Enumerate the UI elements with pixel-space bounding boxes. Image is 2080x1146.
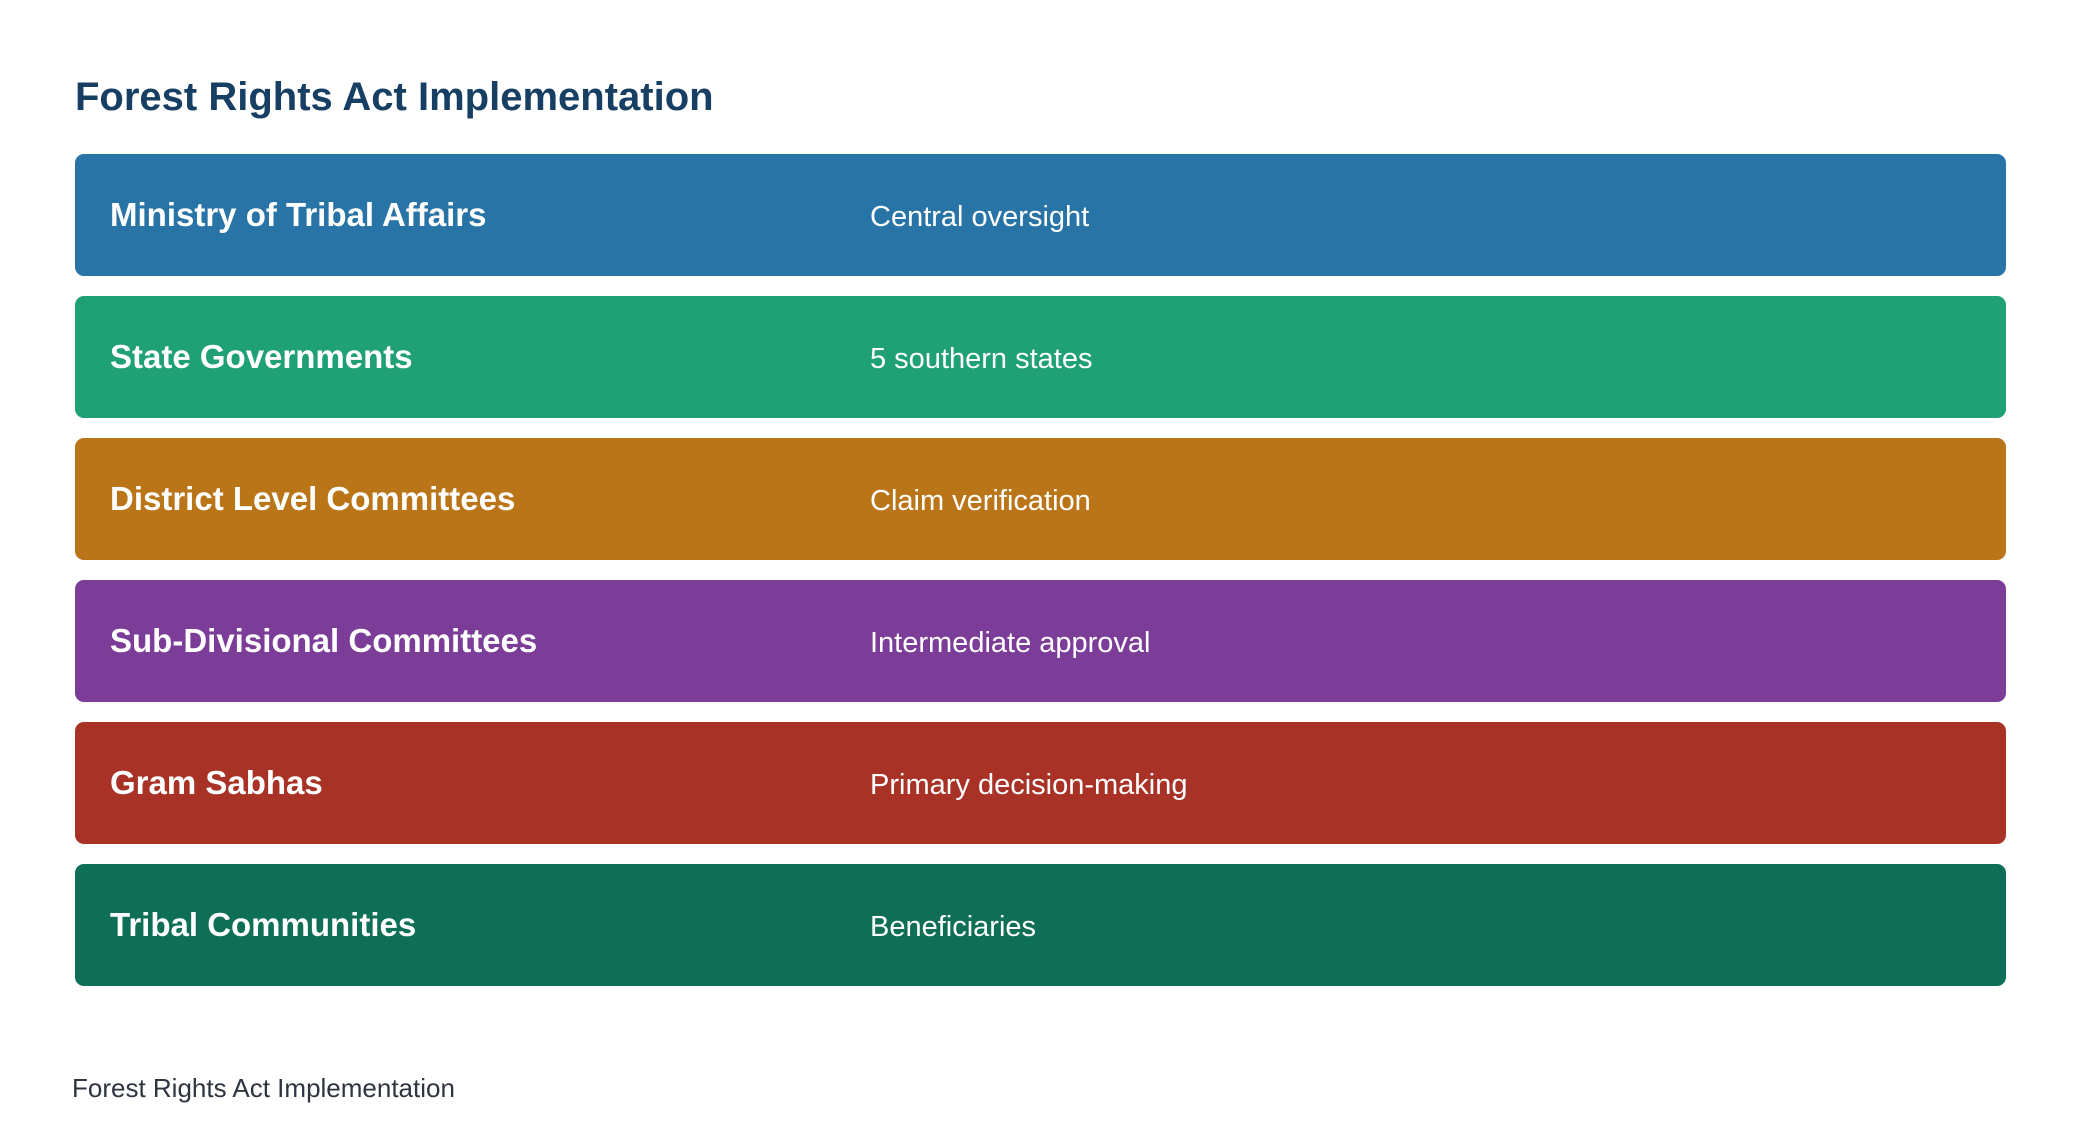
hierarchy-list: Ministry of Tribal Affairs Central overs…	[75, 154, 2006, 1006]
level-name: Sub-Divisional Committees	[110, 622, 538, 659]
level-name: Ministry of Tribal Affairs	[110, 196, 487, 233]
level-description: Central oversight	[870, 201, 1090, 233]
level-description: Claim verification	[870, 485, 1091, 517]
level-name: Gram Sabhas	[110, 764, 323, 801]
level-row-subdivisional: Sub-Divisional Committees Intermediate a…	[75, 580, 2006, 702]
level-row-state: State Governments 5 southern states	[75, 296, 2006, 418]
level-row-ministry: Ministry of Tribal Affairs Central overs…	[75, 154, 2006, 276]
footer-caption: Forest Rights Act Implementation	[72, 1073, 455, 1103]
level-name: District Level Committees	[110, 480, 516, 517]
level-name: Tribal Communities	[110, 906, 417, 943]
page-title: Forest Rights Act Implementation	[75, 75, 714, 119]
level-row-gram-sabhas: Gram Sabhas Primary decision-making	[75, 722, 2006, 844]
level-name: State Governments	[110, 338, 413, 375]
level-description: 5 southern states	[870, 343, 1093, 375]
level-description: Intermediate approval	[870, 627, 1151, 659]
level-row-tribal-communities: Tribal Communities Beneficiaries	[75, 864, 2006, 986]
level-row-district: District Level Committees Claim verifica…	[75, 438, 2006, 560]
level-description: Beneficiaries	[870, 911, 1037, 943]
level-description: Primary decision-making	[870, 769, 1188, 801]
